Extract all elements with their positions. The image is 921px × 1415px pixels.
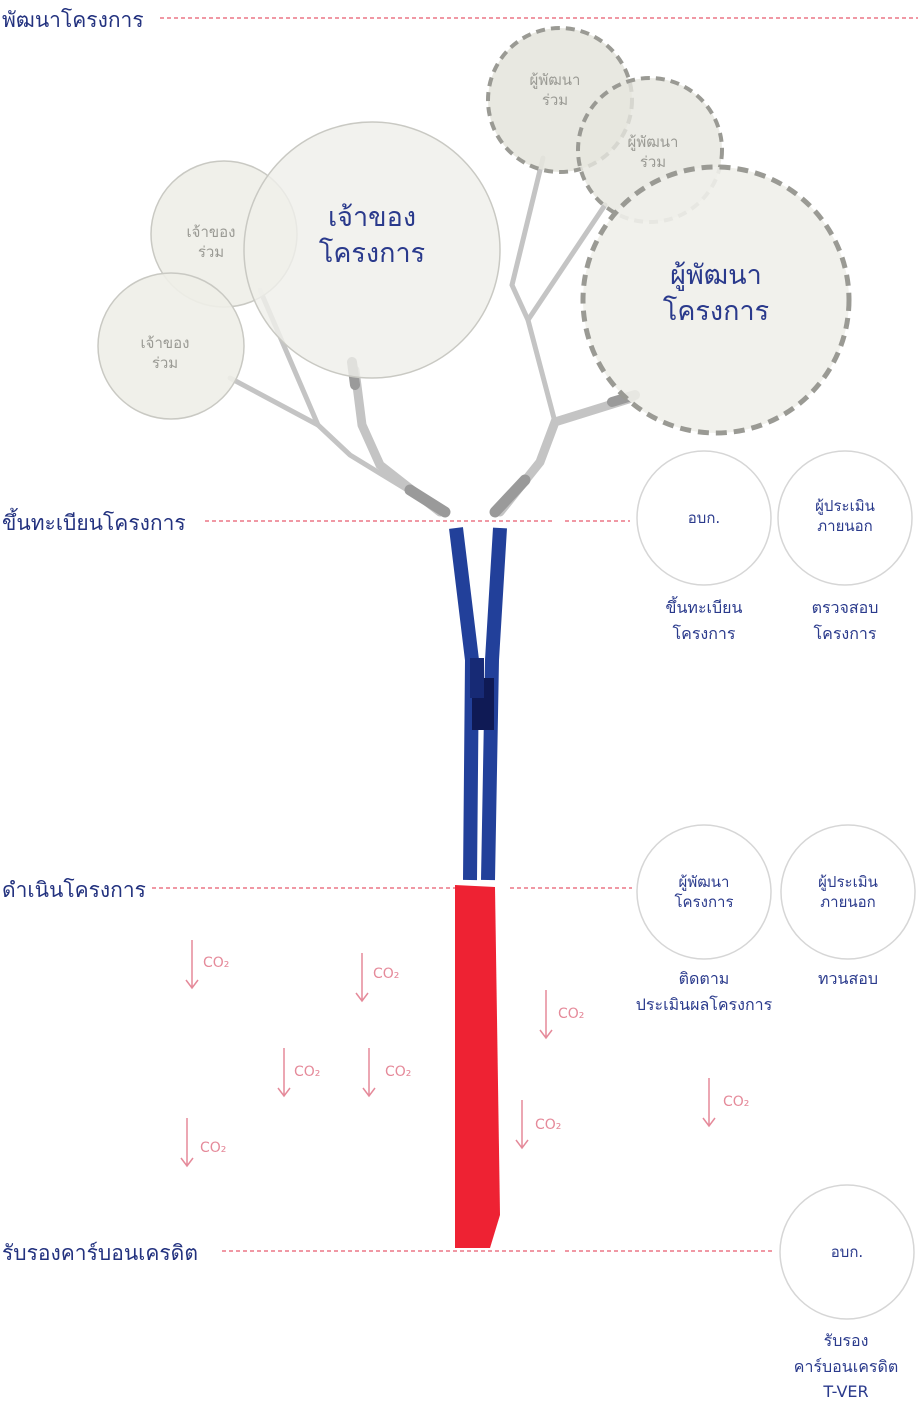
registration-tgo-circle [636, 450, 772, 586]
implementation-developer-role: ผู้พัฒนา โครงการ [654, 872, 754, 913]
caption-line: ขึ้นทะเบียน [665, 598, 743, 617]
caption-line: โครงการ [672, 623, 736, 643]
developer-main-bubble-text: ผู้พัฒนา โครงการ [616, 258, 816, 331]
implementation-developer-circle [636, 824, 772, 960]
bubble-line: ผู้พัฒนา [670, 260, 762, 291]
bubble-line: ผู้พัฒนา [627, 133, 679, 151]
bubble-line: ร่วม [151, 354, 179, 373]
implementation-verifier-role: ผู้ประเมิน ภายนอก [798, 872, 898, 913]
caption-line: โครงการ [813, 623, 877, 643]
co2-label: CO₂ [294, 1064, 321, 1080]
stage-label-develop: พัฒนาโครงการ [2, 8, 144, 32]
registration-tgo-caption: ขึ้นทะเบียน โครงการ [634, 595, 774, 646]
bubble-line: เจ้าของ [327, 202, 417, 233]
co2-label: CO₂ [203, 955, 230, 971]
bubble-line: ร่วม [541, 91, 569, 110]
bubble-line: โครงการ [318, 238, 426, 270]
co-owner-bubble-2-circle [97, 272, 245, 420]
bubble-line: ร่วม [197, 243, 225, 262]
caption-line: ประเมินผลโครงการ [635, 994, 773, 1014]
co2-arrow [355, 953, 369, 1003]
role-line: ผู้ประเมิน [815, 497, 875, 515]
registration-validator-role: ผู้ประเมิน ภายนอก [795, 496, 895, 537]
registration-validator-circle [777, 450, 913, 586]
co-owner-bubble-2-text: เจ้าของ ร่วม [120, 333, 210, 374]
owner-main-bubble-text: เจ้าของ โครงการ [272, 200, 472, 273]
bubble-line: ร่วม [639, 153, 667, 172]
owner-main-bubble-circle [243, 121, 501, 379]
role-line: ผู้ประเมิน [818, 873, 878, 891]
registration-tgo-role: อบก. [687, 509, 721, 527]
co2-label: CO₂ [373, 966, 400, 982]
tree-trunk [449, 527, 507, 1248]
co2-arrow [539, 990, 553, 1040]
implementation-verifier-caption: ทวนสอบ [778, 966, 918, 992]
caption-line: รับรอง [823, 1331, 869, 1350]
stage-label-operate: ดำเนินโครงการ [2, 878, 146, 902]
implementation-developer-caption: ติดตาม ประเมินผลโครงการ [614, 966, 794, 1017]
bubble-line: เจ้าของ [140, 334, 190, 352]
caption-line: คาร์บอนเครดิต [793, 1356, 899, 1376]
certification-tgo-role: อบก. [830, 1243, 864, 1261]
role-line: ภายนอก [817, 517, 873, 536]
co2-label: CO₂ [558, 1006, 585, 1022]
co2-label: CO₂ [385, 1064, 412, 1080]
co2-arrow [702, 1078, 716, 1128]
co2-arrow [515, 1100, 529, 1150]
caption-line: ทวนสอบ [818, 969, 878, 988]
stage-label-register: ขึ้นทะเบียนโครงการ [2, 511, 186, 535]
co-developer-bubble-1-text: ผู้พัฒนา ร่วม [510, 70, 600, 111]
stage-label-certify: รับรองคาร์บอนเครดิต [2, 1241, 198, 1265]
co2-label: CO₂ [723, 1094, 750, 1110]
implementation-verifier-circle [780, 824, 916, 960]
role-line: โครงการ [674, 893, 734, 912]
caption-line: T-VER [823, 1382, 869, 1402]
co2-arrow [362, 1048, 376, 1098]
role-line: ผู้พัฒนา [678, 873, 730, 891]
co2-label: CO₂ [200, 1140, 227, 1156]
co2-arrow [277, 1048, 291, 1098]
co2-arrow [185, 940, 199, 990]
role-line: ภายนอก [820, 893, 876, 912]
bubble-line: เจ้าของ [186, 223, 236, 241]
certification-tgo-circle [779, 1184, 915, 1320]
bubble-line: โครงการ [662, 296, 770, 328]
developer-main-bubble-circle [580, 164, 852, 436]
co-owner-bubble-1-text: เจ้าของ ร่วม [166, 222, 256, 263]
registration-validator-caption: ตรวจสอบ โครงการ [775, 595, 915, 646]
co2-arrow [180, 1118, 194, 1168]
caption-line: ตรวจสอบ [811, 598, 879, 617]
certification-tgo-caption: รับรอง คาร์บอนเครดิต T-VER [772, 1328, 920, 1405]
caption-line: ติดตาม [678, 969, 730, 988]
co2-arrows [180, 940, 716, 1168]
co2-label: CO₂ [535, 1117, 562, 1133]
co-developer-bubble-2-text: ผู้พัฒนา ร่วม [608, 132, 698, 173]
bubble-line: ผู้พัฒนา [529, 71, 581, 89]
branch-shadows [347, 357, 640, 518]
